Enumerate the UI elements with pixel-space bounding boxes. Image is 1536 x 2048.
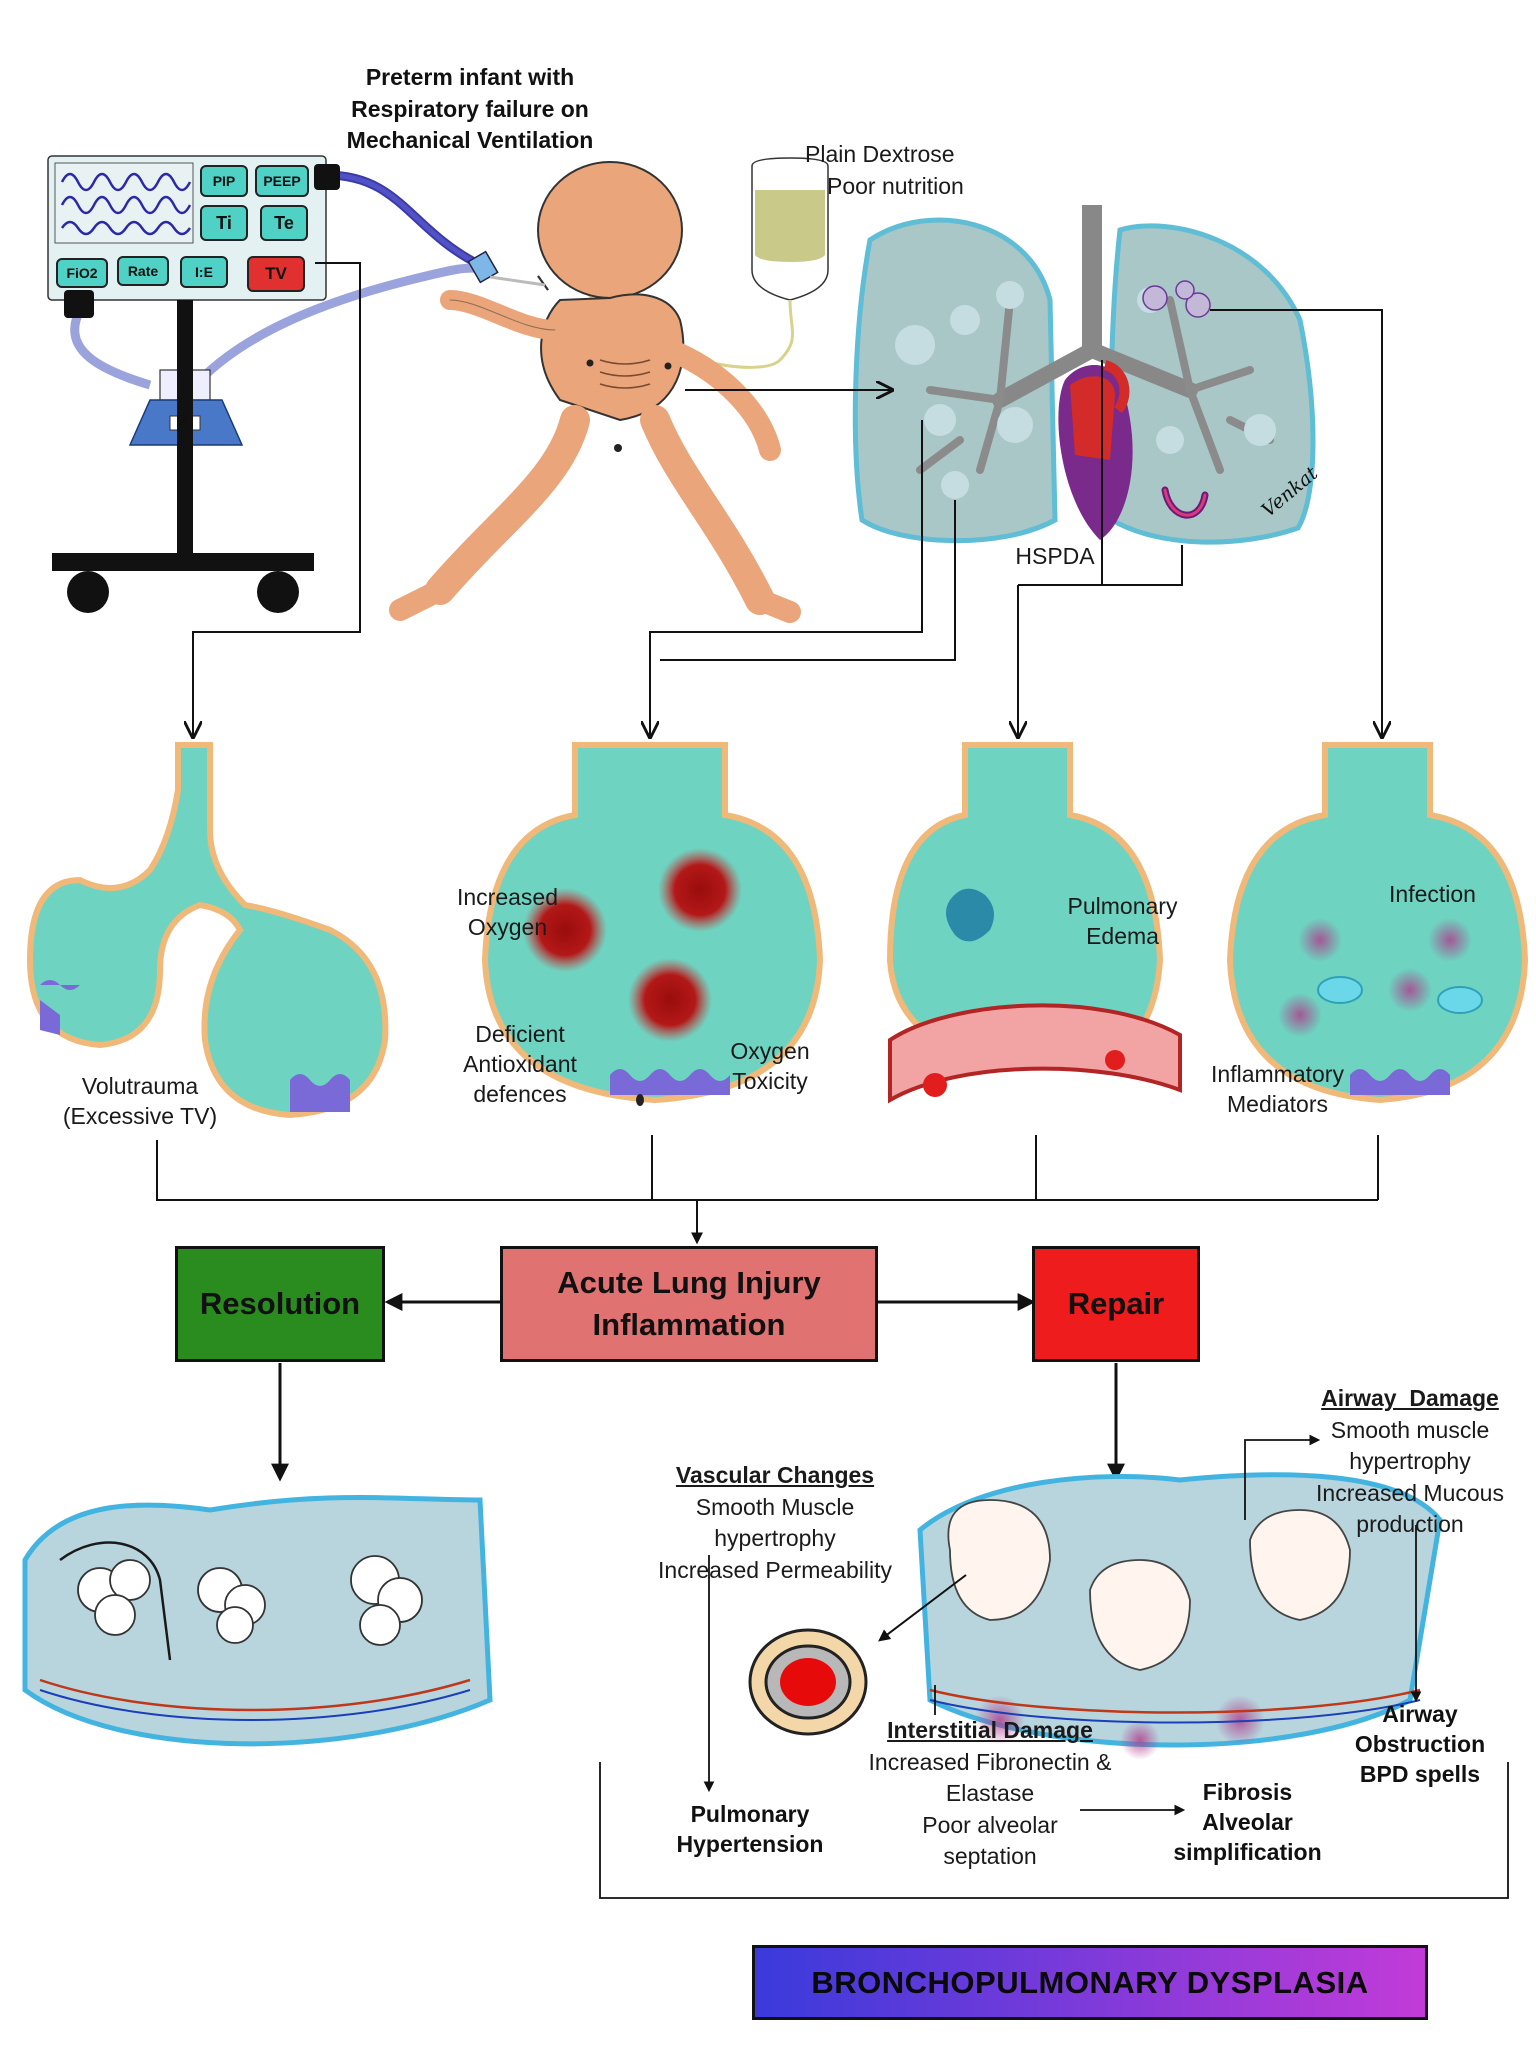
outcome-arrows	[271, 1293, 1125, 1482]
vent-button-te: Te	[260, 205, 308, 241]
header-title: Preterm infant with Respiratory failure …	[315, 62, 625, 157]
interstitial-line-4: septation	[943, 1843, 1037, 1869]
hspda-label: HSPDA	[1015, 543, 1095, 569]
fibrosis-line-3: simplification	[1173, 1838, 1322, 1865]
interstitial-damage-block: Interstitial Damage Increased Fibronecti…	[845, 1715, 1135, 1873]
resolution-tissue	[22, 1495, 493, 1747]
deficient-antioxidant-label: Deficient Antioxidant defences	[450, 1020, 590, 1110]
airway-line-4: production	[1356, 1511, 1464, 1537]
bronchopulmonary-dysplasia-box: BRONCHOPULMONARY DYSPLASIA	[752, 1945, 1428, 2020]
interstitial-line-1: Increased Fibronectin &	[868, 1748, 1112, 1775]
vascular-changes-block: Vascular Changes Smooth Muscle hypertrop…	[640, 1460, 910, 1586]
pulmonary-hypertension-result: Pulmonary Hypertension	[660, 1800, 840, 1860]
iv-bag-illustration	[583, 157, 829, 369]
volutrauma-line-2: (Excessive TV)	[62, 1102, 218, 1129]
vascular-line-3: Increased Permeability	[658, 1556, 892, 1583]
inflammatory-mediators-label: Inflammatory Mediators	[1200, 1060, 1355, 1120]
iv-label-line-2: Poor nutrition	[827, 173, 964, 200]
oxygen-toxicity-label: Oxygen Toxicity	[715, 1037, 825, 1097]
vent-button-ti: Ti	[200, 205, 248, 241]
airway-line-1: Smooth muscle	[1330, 1416, 1490, 1443]
airway-line-2: hypertrophy	[1349, 1448, 1471, 1474]
resolution-box: Resolution	[175, 1246, 385, 1362]
acute-lung-injury-line-1: Acute Lung Injury	[557, 1265, 821, 1301]
pulmonary-edema-label: Pulmonary Edema	[1050, 892, 1195, 952]
acute-lung-injury-box: Acute Lung Injury Inflammation	[500, 1246, 878, 1362]
airway-result-line-2: Obstruction	[1354, 1730, 1486, 1757]
airway-line-3: Increased Mucous	[1316, 1479, 1504, 1506]
fibrosis-line-1: Fibrosis	[1202, 1779, 1293, 1805]
infection-label: Infection	[1389, 881, 1476, 907]
deficient-line-1: Deficient	[475, 1021, 565, 1047]
toxicity-line-1: Oxygen	[730, 1038, 810, 1064]
repair-connectors	[599, 1434, 1509, 1899]
vent-button-rate: Rate	[117, 256, 169, 286]
alveolus-volutrauma	[26, 742, 389, 1119]
mediators-line-1: Inflammatory	[1211, 1061, 1344, 1087]
pulm-htn-line-2: Hypertension	[676, 1830, 824, 1857]
pulm-htn-line-1: Pulmonary	[690, 1801, 810, 1827]
mediators-line-2: Mediators	[1227, 1090, 1328, 1117]
vent-button-tv: TV	[247, 256, 305, 292]
vascular-line-1: Smooth Muscle	[695, 1493, 855, 1520]
preterm-infant-illustration	[389, 161, 801, 623]
iv-label-line-1: Plain Dextrose	[805, 141, 955, 167]
header-title-line-1: Preterm infant with	[365, 64, 575, 90]
acute-lung-injury-line-2: Inflammation	[592, 1307, 786, 1342]
increased-oxygen-line-1: Increased	[456, 884, 558, 910]
lungs-illustration	[852, 205, 1316, 545]
fibrosis-result: Fibrosis Alveolar simplification	[1160, 1778, 1335, 1868]
airway-obstruction-result: Airway Obstruction BPD spells	[1335, 1700, 1505, 1790]
vent-button-ie: I:E	[180, 256, 228, 288]
alveolus-oxygen	[481, 742, 824, 1106]
airway-result-line-3: BPD spells	[1359, 1760, 1481, 1787]
vent-button-fio2: FiO2	[56, 258, 108, 288]
vascular-line-2: hypertrophy	[714, 1525, 836, 1551]
airway-result-line-1: Airway	[1382, 1701, 1458, 1727]
vent-button-peep: PEEP	[255, 165, 309, 197]
alveolus-edema	[886, 742, 1182, 1104]
edema-line-2: Edema	[1086, 922, 1159, 949]
vent-button-pip: PIP	[200, 165, 248, 197]
edema-line-1: Pulmonary	[1067, 893, 1178, 919]
volutrauma-line-1: Volutrauma	[81, 1073, 199, 1099]
toxicity-line-2: Toxicity	[732, 1067, 808, 1094]
humidifier-display: 37	[179, 418, 190, 428]
vascular-changes-title: Vascular Changes	[675, 1462, 875, 1488]
top-connectors	[156, 262, 1382, 1245]
airway-damage-block: Airway Damage Smooth muscle hypertrophy …	[1310, 1383, 1510, 1541]
deficient-line-2: Antioxidant	[463, 1050, 577, 1077]
increased-oxygen-label: Increased Oxygen	[445, 883, 570, 943]
interstitial-damage-title: Interstitial Damage	[887, 1717, 1093, 1743]
iv-bag-label: Plain Dextrose Poor nutrition	[805, 138, 1005, 202]
repair-box: Repair	[1032, 1246, 1200, 1362]
alveolus-infection	[1226, 742, 1529, 1104]
header-title-line-3: Mechanical Ventilation	[346, 127, 594, 154]
header-title-line-2: Respiratory failure on	[351, 95, 589, 122]
airway-damage-title: Airway Damage	[1321, 1385, 1499, 1411]
interstitial-line-2: Elastase	[945, 1780, 1035, 1806]
volutrauma-label: Volutrauma (Excessive TV)	[40, 1072, 240, 1132]
fibrosis-line-2: Alveolar	[1202, 1808, 1293, 1835]
increased-oxygen-line-2: Oxygen	[467, 913, 548, 940]
repair-tissue	[748, 1472, 1443, 1760]
interstitial-line-3: Poor alveolar	[922, 1811, 1058, 1838]
deficient-line-3: defences	[473, 1080, 567, 1107]
